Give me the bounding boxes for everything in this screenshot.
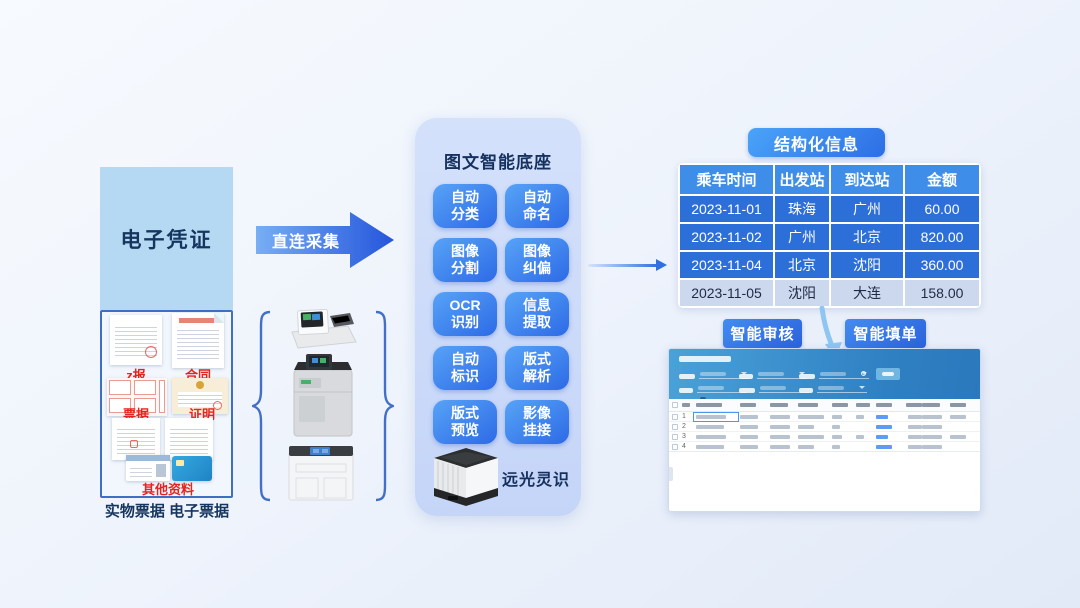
red-stamp-icon — [145, 346, 157, 358]
ticket — [109, 380, 131, 395]
table-cell: 360.00 — [905, 252, 979, 278]
query-button[interactable] — [876, 368, 900, 380]
table-cell: 广州 — [831, 196, 903, 222]
feature-auto-classify[interactable]: 自动分类 — [433, 184, 497, 228]
connector-arrowhead — [656, 259, 667, 271]
red-mark-icon — [130, 440, 138, 448]
scanner-device-3 — [288, 446, 354, 501]
brand-label: 远光灵识 — [502, 472, 571, 489]
table-cell: 2023-11-04 — [680, 252, 773, 278]
feature-auto-name[interactable]: 自动命名 — [505, 184, 569, 228]
lingshi-device — [434, 448, 498, 506]
filter-field — [799, 369, 869, 379]
form-thumbnail — [112, 418, 160, 460]
screenshot-title-bar — [679, 356, 731, 362]
table-cell: 珠海 — [775, 196, 829, 222]
certificate-thumbnail — [172, 378, 228, 414]
table-cell: 广州 — [775, 224, 829, 250]
card-chip — [176, 460, 184, 466]
ticket — [134, 380, 156, 395]
emblem-icon — [196, 381, 204, 389]
id-card-thumbnail — [126, 455, 170, 481]
table-cell: 沈阳 — [831, 252, 903, 278]
filter-field — [739, 383, 809, 393]
document-lines — [177, 327, 219, 361]
scanner-device-2 — [293, 354, 353, 437]
table-cell: 2023-11-02 — [680, 224, 773, 250]
document-lines — [116, 425, 156, 455]
screenshot-header — [669, 349, 980, 404]
doc-label: 其他资料 — [141, 482, 194, 497]
tickets-thumbnail — [107, 378, 167, 416]
feature-layout-preview[interactable]: 版式预览 — [433, 400, 497, 444]
column-header: 到达站 — [831, 165, 903, 194]
column-header: 出发站 — [775, 165, 829, 194]
form-thumbnail — [165, 418, 213, 460]
contract-thumbnail — [172, 313, 224, 368]
document-samples-box: z报 合同 票据 证明 — [100, 310, 233, 498]
table-cell: 60.00 — [905, 196, 979, 222]
id-photo — [156, 464, 166, 477]
source-caption: 实物票据 电子票据 — [104, 503, 230, 520]
feature-info-extract[interactable]: 信息提取 — [505, 292, 569, 336]
table-cell: 158.00 — [905, 280, 979, 306]
scanner-device-1 — [291, 308, 357, 349]
right-brace — [375, 310, 394, 502]
table-cell: 北京 — [831, 224, 903, 250]
connector-arrow — [588, 264, 658, 267]
left-brace — [252, 310, 271, 502]
table-cell: 820.00 — [905, 224, 979, 250]
electronic-voucher-box: 电子凭证 — [100, 167, 233, 310]
filter-field — [679, 369, 749, 379]
ticket — [134, 398, 156, 413]
ticket — [109, 398, 131, 413]
smart-review-button[interactable]: 智能审核 — [723, 319, 802, 348]
filter-field — [679, 383, 747, 393]
document-lines — [129, 465, 153, 478]
collect-arrow-label: 直连采集 — [271, 233, 340, 251]
structured-table: 乘车时间 出发站 到达站 金额 2023-11-01 珠海 广州 60.00 2… — [678, 163, 981, 308]
document-lines — [169, 425, 209, 455]
mini-table-row: 4 — [669, 442, 980, 452]
folded-corner — [214, 313, 224, 323]
mini-table-row: 3 — [669, 432, 980, 442]
structured-info-button[interactable]: 结构化信息 — [748, 128, 885, 157]
table-cell: 2023-11-05 — [680, 280, 773, 306]
smart-fill-button[interactable]: 智能填单 — [845, 319, 926, 348]
mini-table-header — [669, 399, 980, 412]
id-card-header — [126, 455, 170, 461]
bank-card-thumbnail — [172, 456, 212, 481]
feature-auto-mark[interactable]: 自动标识 — [433, 346, 497, 390]
table-cell: 大连 — [831, 280, 903, 306]
ticket-strip — [159, 380, 165, 413]
document-lines — [177, 392, 223, 407]
collapse-tab[interactable] — [669, 467, 673, 481]
radio-option — [861, 371, 866, 376]
application-screenshot: 1 2 3 — [668, 348, 981, 512]
column-header: 金额 — [905, 165, 979, 194]
platform-title: 图文智能底座 — [444, 153, 552, 172]
filter-field — [739, 369, 807, 379]
column-header: 乘车时间 — [680, 165, 773, 194]
mini-table-row: 2 — [669, 422, 980, 432]
feature-image-deskew[interactable]: 图像纠偏 — [505, 238, 569, 282]
filter-field — [799, 383, 867, 393]
feature-layout-parse[interactable]: 版式解析 — [505, 346, 569, 390]
contract-title-bar — [179, 318, 217, 323]
table-cell: 北京 — [775, 252, 829, 278]
feature-image-attach[interactable]: 影像挂接 — [505, 400, 569, 444]
red-stamp-icon — [213, 401, 222, 410]
invoice-thumbnail — [110, 315, 162, 365]
mini-table-row: 1 — [669, 411, 980, 422]
table-cell: 2023-11-01 — [680, 196, 773, 222]
collect-arrow — [256, 212, 394, 268]
table-cell: 沈阳 — [775, 280, 829, 306]
feature-image-split[interactable]: 图像分割 — [433, 238, 497, 282]
